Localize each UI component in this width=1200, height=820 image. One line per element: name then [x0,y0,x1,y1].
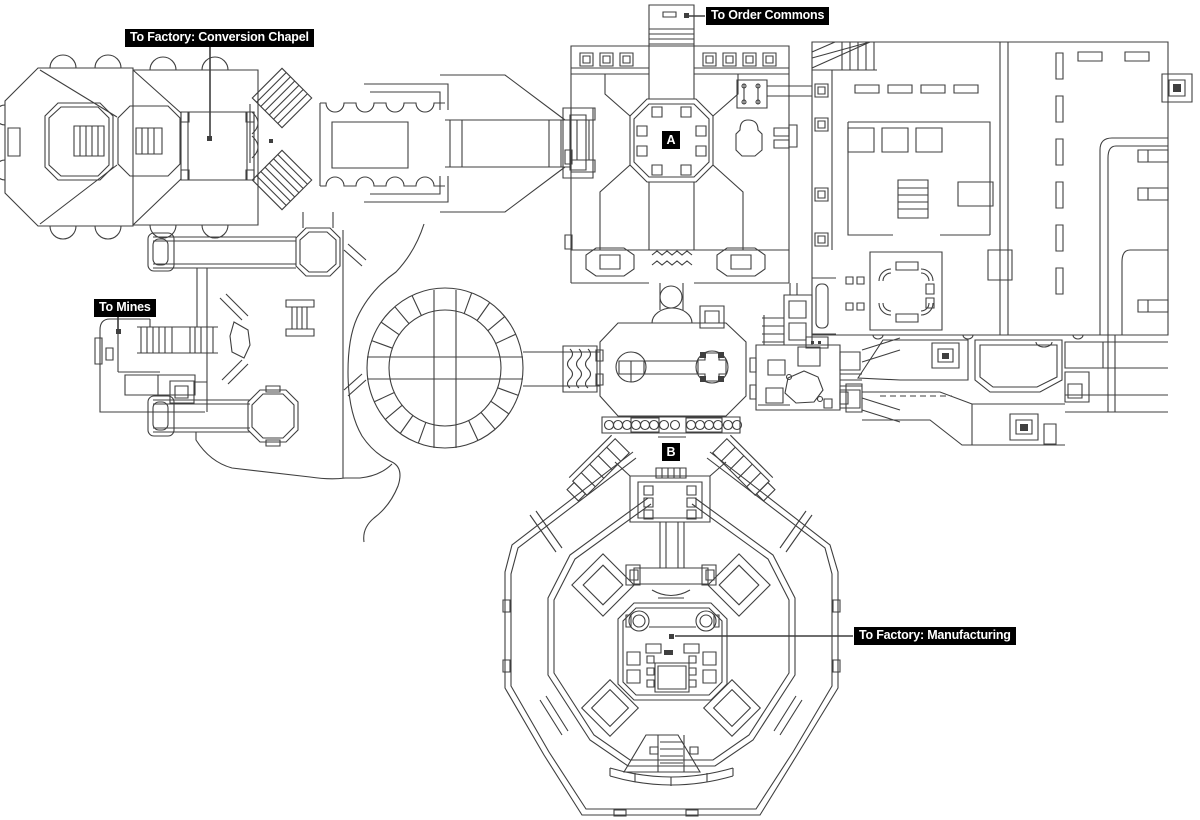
region-east-rooms [750,283,900,422]
map-label-conversion-chapel: To Factory: Conversion Chapel [125,29,314,47]
octagon-squares [637,107,706,175]
region-mid-corridors [148,212,392,479]
gate-squares [644,486,696,519]
region-a-building [565,5,797,310]
map-marker-a: A [662,131,680,149]
map-label-manufacturing: To Factory: Manufacturing [854,627,1016,645]
region-west-corridor [250,68,593,212]
region-ring [348,224,600,542]
window-squares [580,53,776,66]
map-marker-b: B [662,443,680,461]
circle-row [605,421,742,430]
map-label-mines: To Mines [94,299,156,317]
leader-lines [116,13,853,639]
region-piston-room [596,306,746,437]
region-ne-complex [789,42,1192,339]
region-arena [503,435,840,816]
region-east-corridors [840,335,1168,445]
region-mines [95,319,218,412]
map-label-order-commons: To Order Commons [706,7,830,25]
region-fort [0,55,258,239]
